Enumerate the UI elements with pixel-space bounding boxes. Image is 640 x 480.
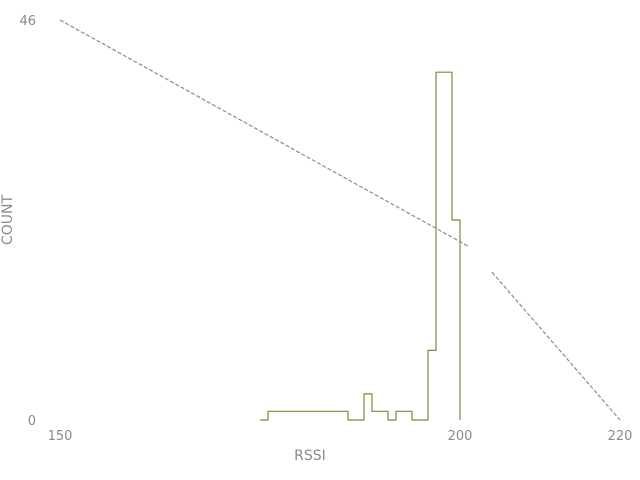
- x-tick-label: 200: [448, 429, 473, 444]
- x-tick-label: 220: [608, 429, 633, 444]
- y-tick-label: 0: [28, 414, 36, 429]
- histogram-step-line: [260, 71, 461, 421]
- x-axis-label: RSSI: [294, 448, 326, 464]
- y-tick-label: 46: [19, 14, 36, 29]
- plot-area: [59, 19, 621, 421]
- y-axis-label: COUNT: [0, 195, 16, 246]
- trend-segment-1: [59, 19, 469, 247]
- x-tick-label: 150: [48, 429, 73, 444]
- trend-segment-2: [491, 271, 621, 421]
- tick-labels: 150 200 220 0 46: [19, 14, 632, 444]
